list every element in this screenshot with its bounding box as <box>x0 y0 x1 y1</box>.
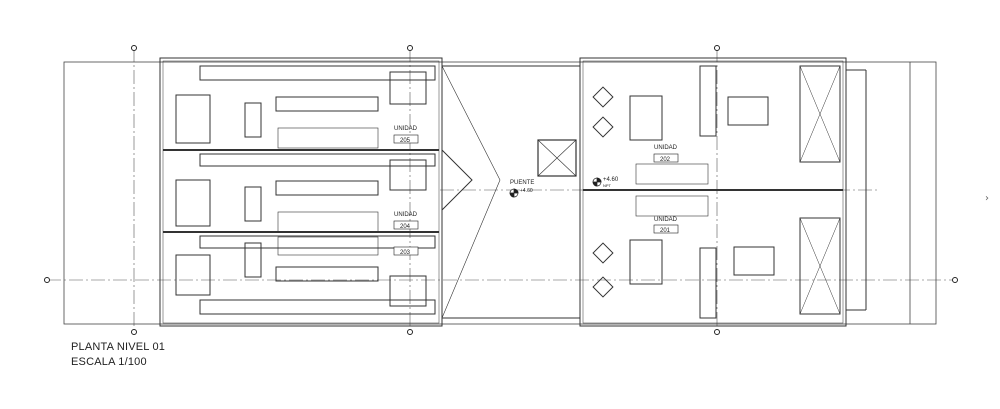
right-building <box>579 57 867 327</box>
unit-202-tag: UNIDAD 202 <box>653 145 679 163</box>
level-marker-icon <box>509 188 519 198</box>
level-subtext: NPT <box>603 183 612 188</box>
unit-201-tag: UNIDAD 201 <box>653 217 679 234</box>
svg-text:205: 205 <box>400 138 411 144</box>
unit-204-tag: UNIDAD 204 <box>393 212 419 230</box>
drawing-title: PLANTA NIVEL 01 <box>71 341 166 353</box>
svg-text:202: 202 <box>660 157 671 163</box>
bridge-corridor <box>441 65 580 319</box>
level-marker-icon <box>592 177 602 187</box>
grid-axis-marker-icon <box>44 45 958 335</box>
svg-text:UNIDAD: UNIDAD <box>394 212 418 218</box>
drawing-title-block: PLANTA NIVEL 01 ESCALA 1/100 <box>71 340 165 370</box>
site-outline <box>63 61 937 325</box>
unit-203-tag: 203 <box>393 246 419 256</box>
svg-text:203: 203 <box>400 250 411 256</box>
drawing-scale: ESCALA 1/100 <box>71 356 147 368</box>
chevron-right-icon[interactable]: › <box>985 193 989 204</box>
unit-205-tag: UNIDAD 205 <box>393 126 419 144</box>
svg-text:UNIDAD: UNIDAD <box>654 217 678 223</box>
bridge-label: PUENTE <box>510 180 534 186</box>
left-building <box>159 57 443 327</box>
svg-text:204: 204 <box>400 224 411 230</box>
svg-text:201: 201 <box>660 228 671 234</box>
svg-text:UNIDAD: UNIDAD <box>394 126 418 132</box>
svg-text:UNIDAD: UNIDAD <box>654 145 678 151</box>
level-value-bridge: +4.60 <box>520 188 533 194</box>
level-value-hall: +4.60 <box>603 177 619 183</box>
